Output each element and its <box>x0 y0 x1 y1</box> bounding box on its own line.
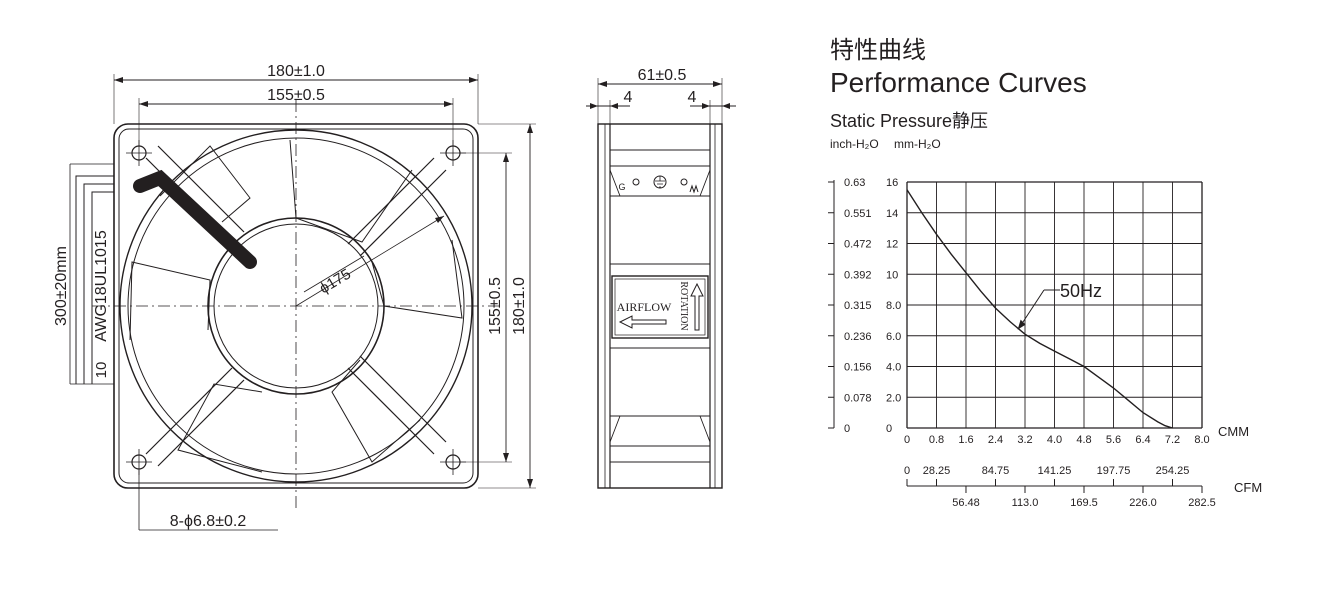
annotation-label: 50Hz <box>1060 281 1102 301</box>
airflow-arrow-icon <box>618 315 667 329</box>
dim-depth: 61±0.5 <box>638 67 687 84</box>
mounting-holes-note: 8-ϕ6.8±0.2 <box>170 513 247 530</box>
x-tick-cmm: 0 <box>904 434 910 446</box>
y-tick-inch: 0.63 <box>844 177 865 189</box>
y-tick-mm: 14 <box>886 208 898 220</box>
lead-wire-stub: 10 <box>93 362 110 379</box>
y-tick-mm: 10 <box>886 269 898 281</box>
y-tick-mm: 8.0 <box>886 300 901 312</box>
y-tick-inch: 0.472 <box>844 239 872 251</box>
y-units-inch: inch-H₂O <box>830 137 879 151</box>
y-tick-mm: 2.0 <box>886 392 901 404</box>
y-tick-mm: 16 <box>886 177 898 189</box>
y-tick-inch: 0.236 <box>844 331 872 343</box>
y-tick-inch: 0.156 <box>844 362 872 374</box>
x-tick-cmm: 2.4 <box>988 434 1003 446</box>
dim-hole-spacing-width: 155±0.5 <box>267 87 325 104</box>
curve-50hz <box>906 189 1173 429</box>
cfm-tick-top: 254.25 <box>1156 465 1190 477</box>
dim-outer-width: 180±1.0 <box>267 63 325 80</box>
y-tick-mm: 6.0 <box>886 331 901 343</box>
x-tick-cmm: 3.2 <box>1017 434 1032 446</box>
x-tick-cmm: 4.0 <box>1047 434 1062 446</box>
y-units-mm: mm-H₂O <box>894 137 941 151</box>
cfm-tick-top: 0 <box>904 465 910 477</box>
airflow-label-plate <box>611 275 709 339</box>
cfm-tick-bottom: 113.0 <box>1012 497 1039 509</box>
x-tick-cmm: 7.2 <box>1165 434 1180 446</box>
x-tick-cmm: 0.8 <box>929 434 944 446</box>
y-tick-mm: 0 <box>886 423 892 435</box>
y-tick-mm: 12 <box>886 239 898 251</box>
cfm-tick-bottom: 169.5 <box>1070 497 1098 509</box>
annotation-arrowhead <box>1017 319 1026 330</box>
y-tick-inch: 0.078 <box>844 392 872 404</box>
airflow-label: AIRFLOW <box>617 300 672 314</box>
ground-label-left: G <box>618 182 625 192</box>
cfm-tick-top: 84.75 <box>982 465 1010 477</box>
performance-section: 特性曲线 Performance Curves Static Pressure静… <box>828 37 1262 509</box>
rotation-arrow-icon <box>690 282 704 331</box>
x-unit-cmm: CMM <box>1218 424 1249 439</box>
title-en: Performance Curves <box>830 67 1087 98</box>
cfm-tick-top: 141.25 <box>1038 465 1072 477</box>
x-tick-cmm: 8.0 <box>1194 434 1209 446</box>
x-unit-cfm: CFM <box>1234 480 1262 495</box>
performance-chart: 16 14 12 10 8.0 6.0 4.0 2.0 0 0.63 0.551 0.472 0.392… <box>828 177 1216 509</box>
side-body <box>597 123 723 489</box>
y-tick-inch: 0.392 <box>844 269 872 281</box>
y-tick-inch: 0 <box>844 423 850 435</box>
fan-blades <box>129 139 463 473</box>
cfm-tick-bottom: 56.48 <box>952 497 980 509</box>
front-view: 180±1.0 155±0.5 ϕ175 155±0.5 180±1.0 300… <box>53 63 536 531</box>
y-tick-mm: 4.0 <box>886 362 901 374</box>
cfm-tick-top: 28.25 <box>923 465 951 477</box>
dim-hub-diameter: ϕ175 <box>317 266 354 298</box>
center-lines <box>92 100 500 510</box>
y-tick-inch: 0.551 <box>844 208 872 220</box>
rotation-label: ROTATION <box>678 281 689 330</box>
y-tick-inch: 0.315 <box>844 300 872 312</box>
x-tick-cmm: 6.4 <box>1135 434 1150 446</box>
dim-lead-length: 300±20mm <box>53 246 70 326</box>
dim-flange-right: 4 <box>688 89 697 106</box>
cfm-tick-bottom: 226.0 <box>1129 497 1157 509</box>
lead-wire <box>133 169 257 269</box>
side-view: AIRFLOW ROTATION G 61±0.5 4 4 <box>586 67 736 489</box>
x-tick-cmm: 4.8 <box>1076 434 1091 446</box>
annotation-leader <box>1020 289 1045 326</box>
x-tick-cmm: 1.6 <box>958 434 973 446</box>
dim-flange-left: 4 <box>624 89 633 106</box>
y-axis-title: Static Pressure静压 <box>830 111 988 131</box>
dim-hole-spacing-height: 155±0.5 <box>487 277 504 335</box>
lead-wire-label: AWG18UL1015 <box>93 230 110 342</box>
x-tick-cmm: 5.6 <box>1106 434 1121 446</box>
cfm-tick-top: 197.75 <box>1097 465 1131 477</box>
dim-outer-height: 180±1.0 <box>511 277 528 335</box>
terminal-mark-icon <box>689 184 699 194</box>
cfm-tick-bottom: 282.5 <box>1188 497 1216 509</box>
title-cn: 特性曲线 <box>830 37 926 64</box>
